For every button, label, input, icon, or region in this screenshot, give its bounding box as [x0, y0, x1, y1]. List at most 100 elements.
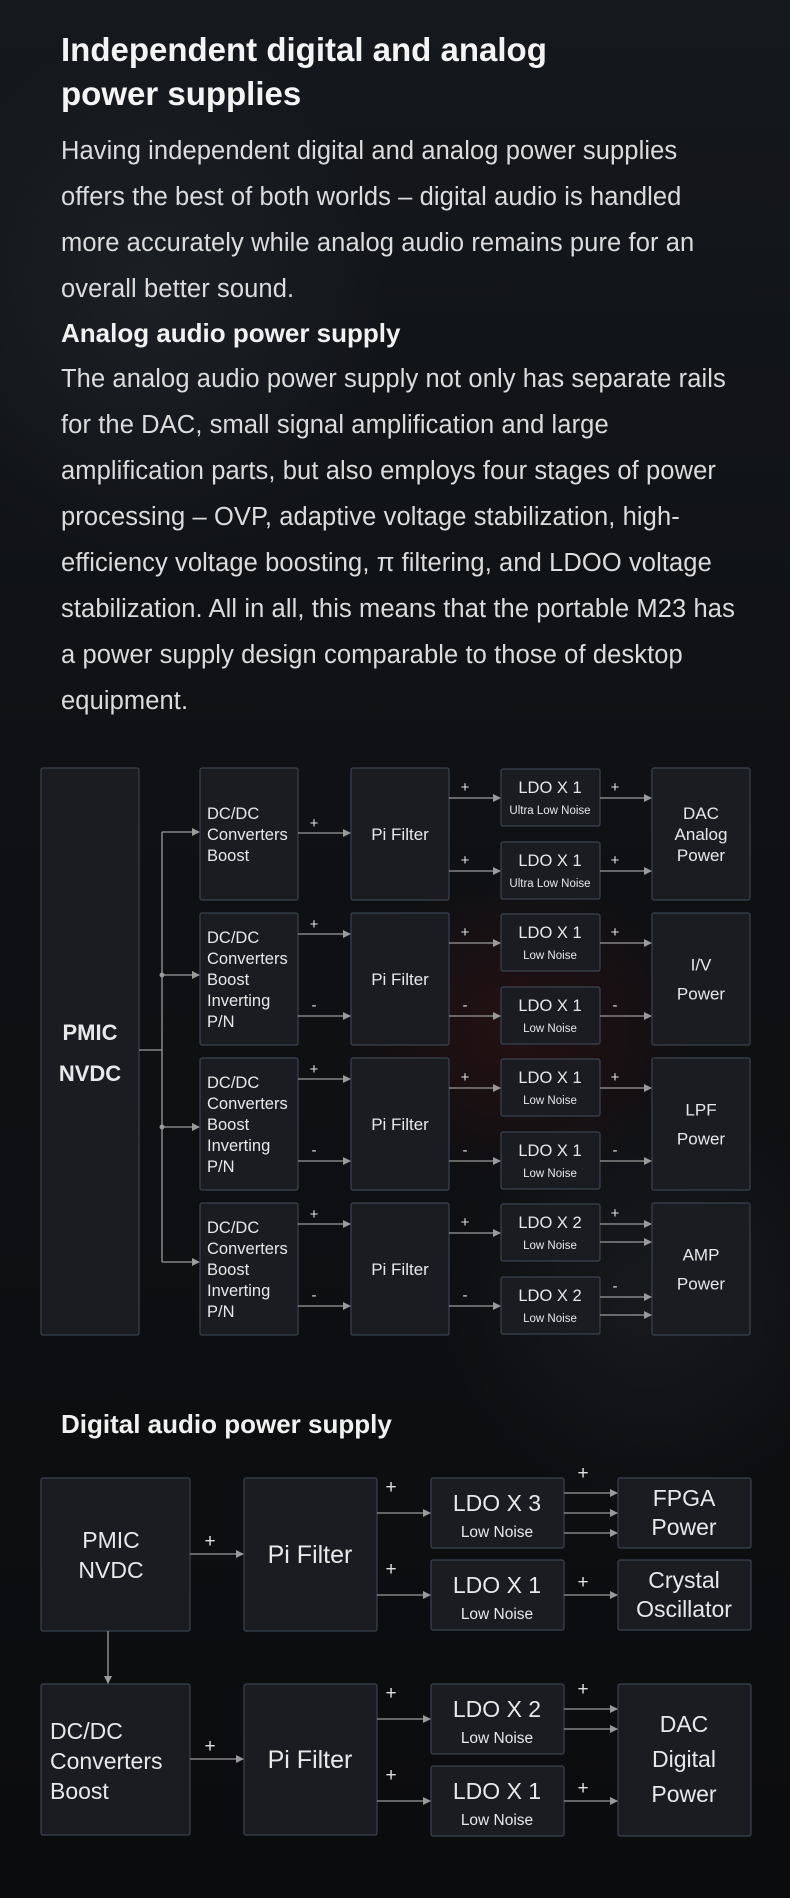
dcdc-converter-label: Boost [207, 1261, 250, 1279]
minus-sign: - [463, 997, 468, 1014]
ldo-subtitle: Ultra Low Noise [509, 878, 590, 890]
minus-sign: - [312, 997, 317, 1014]
dcdc-converter-label: P/N [207, 1303, 235, 1321]
digital-ldo-subtitle: Low Noise [461, 1730, 533, 1747]
digital-ldo-subtitle: Low Noise [461, 1606, 533, 1623]
ldo-subtitle: Low Noise [523, 1240, 577, 1252]
crystal-oscillator-label: Crystal [648, 1567, 720, 1593]
plus-sign: + [577, 1463, 588, 1484]
output-power-box [651, 1202, 751, 1336]
minus-sign: - [312, 1287, 317, 1304]
plus-sign: + [577, 1778, 588, 1799]
dcdc-converter-box [199, 912, 299, 1046]
fpga-power-label: FPGA [653, 1485, 716, 1511]
ldo-title: LDO X 1 [518, 997, 581, 1015]
ldo-box [500, 1276, 601, 1335]
dcdc-converter-label: Boost [207, 1116, 250, 1134]
ldo-title: LDO X 1 [518, 779, 581, 797]
ldo-title: LDO X 2 [518, 1287, 581, 1305]
digital-pi-filter-box [243, 1683, 378, 1836]
ldo-subtitle: Low Noise [523, 1023, 577, 1035]
pi-filter-label: Pi Filter [371, 1260, 429, 1279]
output-power-label: Power [677, 985, 726, 1004]
minus-sign: - [613, 997, 618, 1014]
dac-digital-power-box [617, 1683, 752, 1837]
plus-sign: + [461, 924, 470, 941]
plus-sign: + [577, 1572, 588, 1593]
dcdc-converter-label: Inverting [207, 1282, 270, 1300]
plus-sign: + [310, 1206, 319, 1223]
dcdc-converter-label: Converters [207, 826, 288, 844]
ldo-title: LDO X 1 [518, 1069, 581, 1087]
output-power-label: I/V [691, 956, 712, 975]
output-power-box [651, 767, 751, 901]
plus-sign: + [385, 1477, 396, 1498]
dcdc-converter-label: DC/DC [207, 929, 259, 947]
analog-pmic-label: PMIC [63, 1020, 118, 1045]
dcdc-converter-label: Inverting [207, 992, 270, 1010]
dcdc-converter-label: Boost [207, 847, 250, 865]
fpga-power-box [617, 1477, 752, 1549]
digital-pi-filter-label: Pi Filter [268, 1541, 353, 1569]
ldo-box [500, 1058, 601, 1117]
dcdc-converter-label: Inverting [207, 1137, 270, 1155]
page-title: Independent digital and analog power sup… [61, 31, 547, 112]
dac-digital-power-label: Digital [652, 1746, 716, 1772]
ldo-subtitle: Low Noise [523, 950, 577, 962]
plus-sign: + [310, 1061, 319, 1078]
pi-filter-label: Pi Filter [371, 1115, 429, 1134]
digital-pmic-label: PMIC [82, 1527, 140, 1553]
ldo-subtitle: Low Noise [523, 1095, 577, 1107]
output-power-label: LPF [685, 1101, 716, 1120]
analog-pmic-box [40, 767, 140, 1336]
ldo-subtitle: Ultra Low Noise [509, 805, 590, 817]
dcdc-converter-label: Converters [207, 1240, 288, 1258]
analog-paragraph: The analog audio power supply not only h… [61, 365, 735, 715]
digital-pi-filter-label: Pi Filter [268, 1746, 353, 1774]
digital-ldo-subtitle: Low Noise [461, 1524, 533, 1541]
output-power-label: Power [677, 846, 726, 865]
plus-sign: + [611, 924, 620, 941]
plus-sign: + [310, 916, 319, 933]
dcdc-converter-label: DC/DC [207, 1074, 259, 1092]
pi-filter-label: Pi Filter [371, 825, 429, 844]
digital-pi-filter-box [243, 1477, 378, 1632]
plus-sign: + [461, 779, 470, 796]
dcdc-converter-label: P/N [207, 1013, 235, 1031]
plus-sign: + [385, 1765, 396, 1786]
plus-sign: + [611, 779, 620, 796]
minus-sign: - [463, 1142, 468, 1159]
ldo-box [500, 913, 601, 972]
output-power-label: DAC [683, 804, 719, 823]
output-power-label: Power [677, 1275, 726, 1294]
ldo-subtitle: Low Noise [523, 1313, 577, 1325]
pi-filter-box [350, 1202, 450, 1336]
dcdc-converter-label: P/N [207, 1158, 235, 1176]
ldo-title: LDO X 1 [518, 924, 581, 942]
pi-filter-box [350, 912, 450, 1046]
pi-filter-label: Pi Filter [371, 970, 429, 989]
dac-digital-power-label: Power [651, 1781, 717, 1807]
dcdc-converter-label: Boost [207, 971, 250, 989]
plus-sign: + [461, 1214, 470, 1231]
plus-sign: + [310, 815, 319, 832]
dcdc-converter-label: DC/DC [207, 805, 259, 823]
plus-sign: + [461, 852, 470, 869]
crystal-oscillator-box [617, 1559, 752, 1631]
digital-pmic-label: NVDC [78, 1557, 143, 1583]
plus-sign: + [461, 1069, 470, 1086]
dcdc-converter-box [199, 1202, 299, 1336]
ldo-box [500, 1203, 601, 1262]
minus-sign: - [312, 1142, 317, 1159]
dcdc-converter-label: Converters [207, 950, 288, 968]
analog-pmic-label: NVDC [59, 1061, 121, 1086]
dcdc-converter-label: Converters [207, 1095, 288, 1113]
analog-heading: Analog audio power supply [61, 318, 401, 348]
digital-pmic-box [40, 1477, 191, 1632]
plus-sign: + [611, 1205, 620, 1222]
pi-filter-box [350, 1057, 450, 1191]
ldo-title: LDO X 1 [518, 1142, 581, 1160]
